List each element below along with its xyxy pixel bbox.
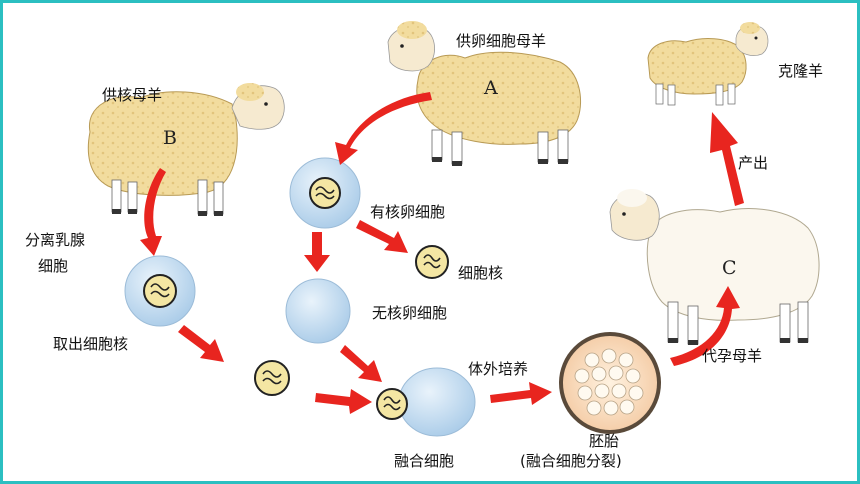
label-in-vitro-culture: 体外培养 [468, 360, 528, 378]
cloned-sheep [647, 22, 769, 106]
label-separate-mammary-2: 细胞 [38, 257, 68, 275]
fused-cell [376, 367, 476, 437]
label-extract-nucleus: 取出细胞核 [53, 335, 128, 353]
donor-nucleus [254, 360, 290, 396]
label-enucleated-egg: 无核卵细胞 [372, 304, 447, 322]
sheep-b [87, 83, 285, 216]
sheep-a [387, 21, 581, 166]
arrow-cell-to-nucleus [178, 325, 224, 362]
label-separate-mammary-1: 分离乳腺 [25, 231, 85, 249]
arrow-egg-to-nucleus [356, 220, 408, 253]
arrow-nucleus-to-fused [315, 389, 372, 414]
label-donor-nucleus-ewe: 供核母羊 [102, 86, 162, 104]
arrow-enucleated-to-fused [340, 345, 382, 382]
label-embryo: 胚胎 [589, 432, 619, 450]
label-nucleus: 细胞核 [458, 264, 503, 282]
arrow-fused-to-embryo [490, 382, 552, 405]
label-fused-cell: 融合细胞 [394, 452, 454, 470]
arrow-b-to-cell [140, 168, 166, 256]
label-cloned-sheep: 克隆羊 [778, 62, 823, 80]
sheep-a-letter: A [483, 77, 498, 99]
nucleated-egg-cell [289, 157, 361, 229]
arrow-a-to-egg [335, 92, 432, 165]
label-egg-donor-ewe: 供卵细胞母羊 [456, 32, 546, 50]
sheep-b-letter: B [163, 127, 177, 149]
label-born: 产出 [738, 154, 768, 172]
label-nucleated-egg: 有核卵细胞 [370, 203, 445, 221]
mammary-cell [124, 255, 196, 327]
label-surrogate-ewe: 代孕母羊 [702, 347, 762, 365]
sheep-c-letter: C [722, 257, 737, 279]
enucleated-egg-cell [285, 278, 351, 344]
process-arrows [140, 92, 744, 414]
arrow-embryo-to-surrogate [670, 286, 740, 366]
arrow-surrogate-to-clone [710, 112, 744, 206]
label-embryo-note: (融合细胞分裂) [520, 452, 622, 470]
embryo-cell [559, 332, 661, 434]
sheep-c [609, 189, 820, 345]
arrow-egg-down [304, 232, 330, 272]
nucleus-cell [415, 245, 449, 279]
